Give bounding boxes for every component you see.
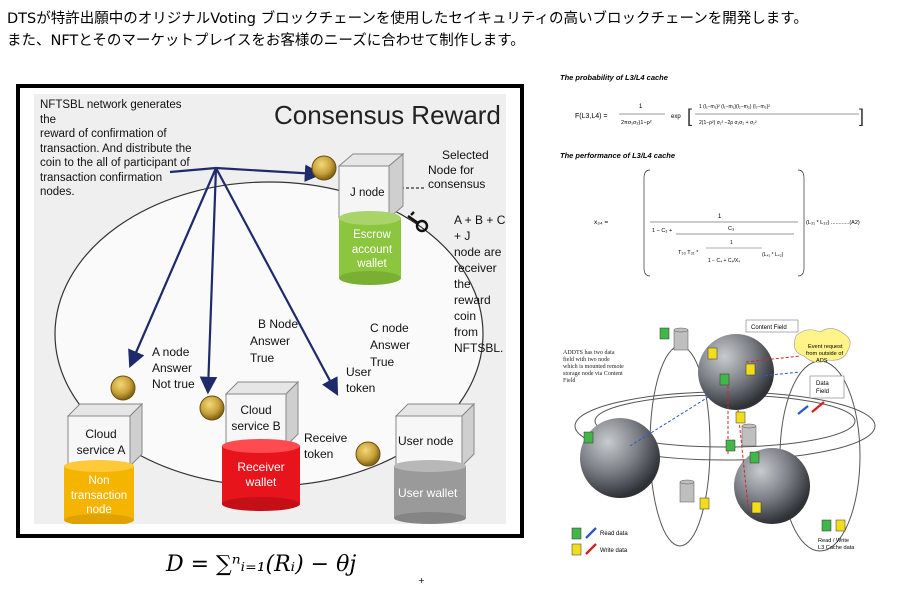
user-node-label: User node — [398, 434, 454, 448]
consensus-diagram — [54, 152, 484, 524]
storage-cylinders — [673, 327, 757, 503]
legend-read-box — [571, 527, 582, 540]
svg-text:2(1−ρ²) σ₁² −2ρ σ: 2(1−ρ²) σ₁² −2ρ σ₁σ₂ + σ₂² — [699, 120, 757, 126]
svg-text:1: 1 — [639, 104, 643, 110]
svg-text:1: 1 — [730, 240, 733, 246]
sphere-left — [580, 418, 660, 498]
cloud-a-cube — [66, 402, 144, 468]
probability-title: The probability of L3/L4 cache — [560, 73, 668, 82]
user-wallet-label: User wallet — [398, 486, 458, 500]
reward-coins — [110, 155, 381, 467]
legend-write-box — [571, 543, 582, 556]
svg-text:Read data: Read data — [600, 531, 628, 537]
escrow-wallet-cylinder — [339, 211, 401, 285]
sphere-top — [698, 334, 774, 410]
svg-text:exp: exp — [671, 114, 681, 120]
receiver-wallet-cylinder — [222, 439, 300, 511]
svg-text:Write data: Write data — [600, 548, 628, 554]
cache-boxes — [583, 327, 762, 514]
svg-text:L3 Cache data: L3 Cache data — [818, 545, 855, 551]
svg-text:(L₄₁ * L₄₂): (L₄₁ * L₄₂) — [762, 252, 784, 258]
svg-text:ADS: ADS — [816, 358, 828, 364]
rw-arrows — [797, 401, 825, 415]
svg-text:1 − C₃ +: 1 − C₃ + — [652, 228, 672, 234]
svg-text:T₃₃ T₃₁ *: T₃₃ T₃₁ * — [678, 250, 699, 256]
key-icon — [407, 211, 429, 233]
j-node-label: J node — [350, 187, 385, 199]
svg-text:Event request: Event request — [808, 344, 843, 350]
write-links — [727, 355, 801, 507]
probability-formula: F(L3,L4) = 1 2πσ₁σ₂)1−ρ² exp [ 1 (l₁−m₁)… — [575, 104, 864, 126]
content-field-box — [745, 319, 799, 333]
svg-text:]: ] — [859, 106, 864, 126]
j-node-cube — [337, 152, 405, 220]
user-wallet-cylinder — [394, 460, 466, 524]
svg-text:[: [ — [687, 106, 692, 126]
svg-text:F(L3,L4) =: F(L3,L4) = — [575, 113, 608, 120]
data-field-box — [809, 375, 845, 399]
plus-mark: + — [418, 576, 425, 585]
svg-text:Field: Field — [816, 389, 829, 395]
svg-text:1 (l₁−m₁)² (l₁−m₁: 1 (l₁−m₁)² (l₁−m₁)(l₂−m₂) (l₂−m₂)² — [699, 104, 770, 110]
consensus-canvas: Consensus Reward NFTSBL network generate… — [34, 94, 506, 524]
svg-text:1 − C₄ + C₄/X₄: 1 − C₄ + C₄/X₄ — [708, 258, 740, 264]
sphere-right — [734, 448, 810, 524]
performance-formula: x₃₄ = 1 1 − C₃ + C₃ T₃₃ T₃₁ * 1 1 − C₄ +… — [594, 169, 860, 277]
svg-text:x₃₄ =: x₃₄ = — [594, 219, 608, 226]
user-node-cube — [394, 402, 476, 468]
cache-network-figure: Content Field Event request from outside… — [571, 319, 876, 556]
svg-text:Data: Data — [816, 381, 829, 387]
svg-text:Content Field: Content Field — [751, 325, 787, 331]
heading-line-2: また、NFTとそのマーケットプレイスをお客様のニーズに合わせて制作します。 — [7, 33, 525, 49]
read-links — [629, 371, 801, 447]
event-cloud — [793, 328, 851, 363]
consensus-reward-panel: Consensus Reward NFTSBL network generate… — [16, 84, 524, 538]
cloud-b-cube — [224, 380, 300, 448]
reward-arrows — [128, 164, 339, 396]
svg-text:1: 1 — [718, 214, 722, 220]
heading-line-1: DTSが特許出願中のオリジナルVoting ブロックチェーンを使用したセイキュリ… — [7, 11, 808, 27]
svg-text:from outside of: from outside of — [806, 351, 843, 357]
reward-formula: D = ∑ⁿᵢ₌₁(Rᵢ) − θj — [166, 552, 357, 577]
non-transaction-cylinder — [64, 460, 134, 524]
svg-text:Read / Write: Read / Write — [818, 538, 849, 544]
svg-text:(L₃₁ * L₃₂) ............(A2): (L₃₁ * L₃₂) ............(A2) — [806, 220, 860, 226]
performance-title: The performance of L3/L4 cache — [560, 151, 676, 160]
svg-text:2πσ₁σ₂)1−ρ²: 2πσ₁σ₂)1−ρ² — [621, 120, 652, 126]
svg-text:C₃: C₃ — [728, 226, 734, 232]
consensus-title: Consensus Reward — [274, 100, 501, 130]
